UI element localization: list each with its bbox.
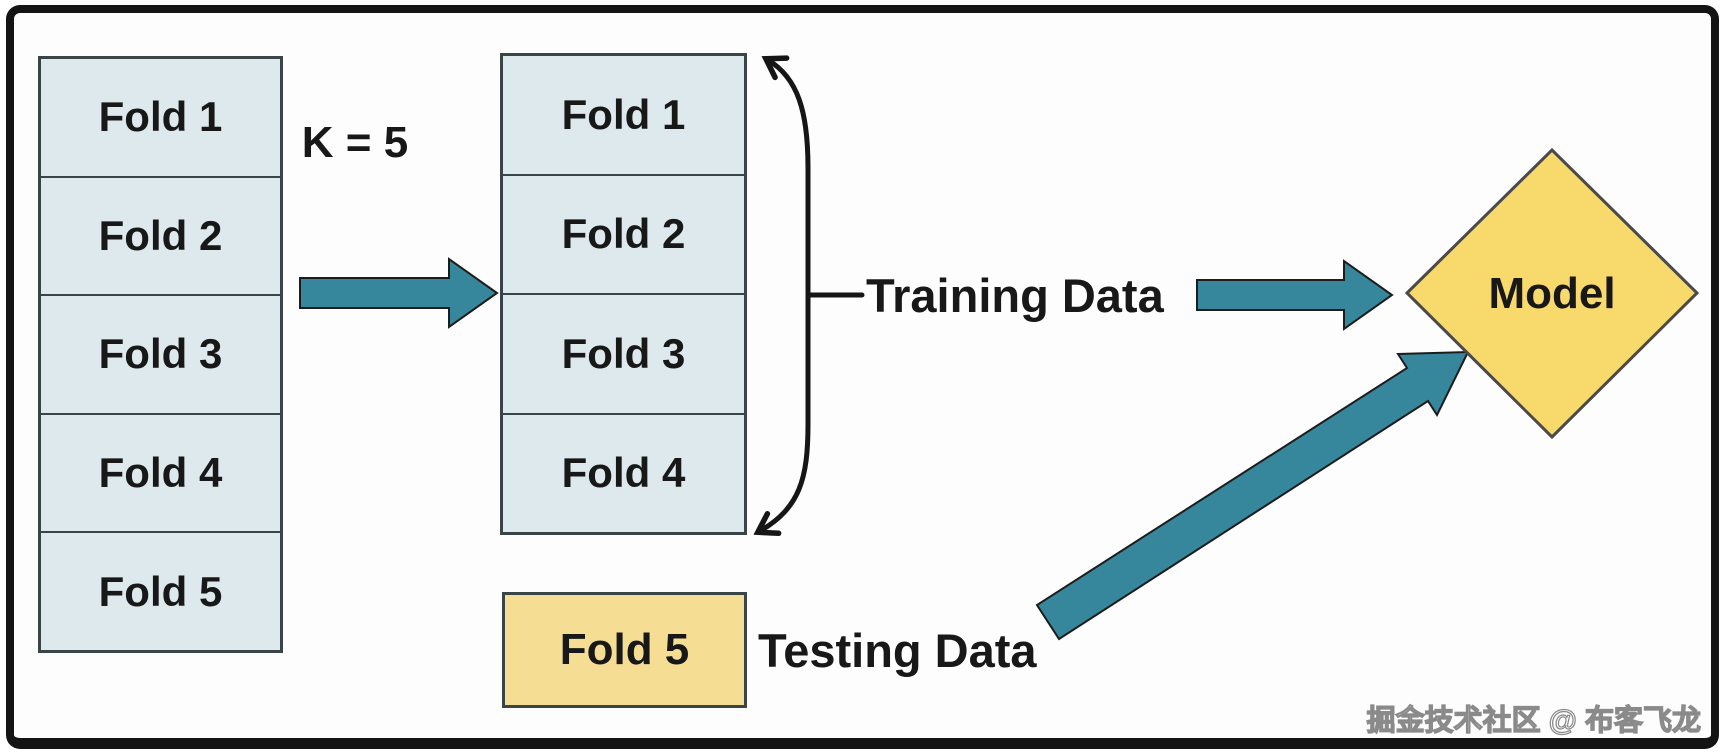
model-label: Model [1488, 269, 1616, 318]
split-arrow [299, 257, 499, 329]
fold-cell: Fold 2 [41, 177, 280, 297]
k-value-label: K = 5 [301, 118, 409, 167]
fold-cell: Fold 2 [503, 175, 744, 295]
watermark: 掘金技术社区 @ 布客飞龙 [1366, 704, 1702, 737]
split-fold-stack: Fold 1 Fold 2 Fold 3 Fold 4 [500, 53, 747, 535]
fold-cell: Fold 4 [41, 414, 280, 534]
training-arrow [1196, 259, 1394, 331]
fold-cell: Fold 3 [41, 296, 280, 415]
fold-cell: Fold 1 [41, 59, 280, 178]
testing-fold-box: Fold 5 [502, 592, 747, 708]
fold-cell: Fold 5 [41, 533, 280, 650]
training-data-label: Training Data [866, 269, 1164, 322]
fold-cell: Fold 3 [503, 295, 744, 415]
model-diamond [1404, 147, 1700, 440]
testing-arrow [1035, 350, 1470, 641]
testing-data-label: Testing Data [758, 624, 1037, 677]
source-fold-stack: Fold 1 Fold 2 Fold 3 Fold 4 Fold 5 [38, 56, 283, 653]
training-brace [760, 60, 811, 531]
fold-cell: Fold 1 [503, 56, 744, 176]
fold-cell: Fold 4 [503, 414, 744, 532]
